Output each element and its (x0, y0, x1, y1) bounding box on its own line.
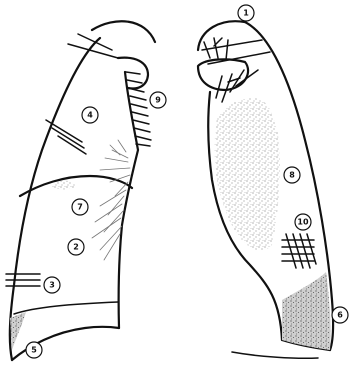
marker-1-label: 1 (243, 9, 249, 18)
left-apex-arc (92, 21, 155, 42)
marker-9: 9 (150, 92, 166, 108)
marker-8-label: 8 (289, 171, 295, 180)
left-lower-lines (6, 274, 40, 286)
marker-9-label: 9 (155, 96, 161, 105)
left-lung (6, 21, 155, 360)
left-hilar-streaks (92, 140, 130, 260)
marker-5: 5 (26, 342, 42, 358)
marker-10: 10 (295, 214, 311, 230)
marker-5-label: 5 (31, 346, 37, 355)
marker-6: 6 (332, 307, 348, 323)
left-lung-medial-edge (119, 72, 138, 328)
left-horizontal-fissure (14, 302, 118, 314)
right-upper-branches (216, 70, 258, 102)
right-crosshatch (282, 234, 316, 268)
left-costophrenic-shading (10, 312, 26, 350)
marker-2-label: 2 (73, 243, 79, 252)
marker-3: 3 (44, 277, 60, 293)
marker-2: 2 (68, 239, 84, 255)
marker-10-label: 10 (297, 218, 309, 227)
marker-4-label: 4 (87, 111, 93, 120)
right-base-shadow (232, 352, 318, 358)
marker-1: 1 (238, 5, 254, 21)
marker-3-label: 3 (49, 281, 55, 290)
right-lower-shading (282, 272, 331, 350)
marker-6-label: 6 (337, 311, 343, 320)
marker-4: 4 (82, 107, 98, 123)
marker-7-label: 7 (77, 203, 83, 212)
right-lung (198, 21, 333, 358)
marker-8: 8 (284, 167, 300, 183)
marker-7: 7 (72, 199, 88, 215)
